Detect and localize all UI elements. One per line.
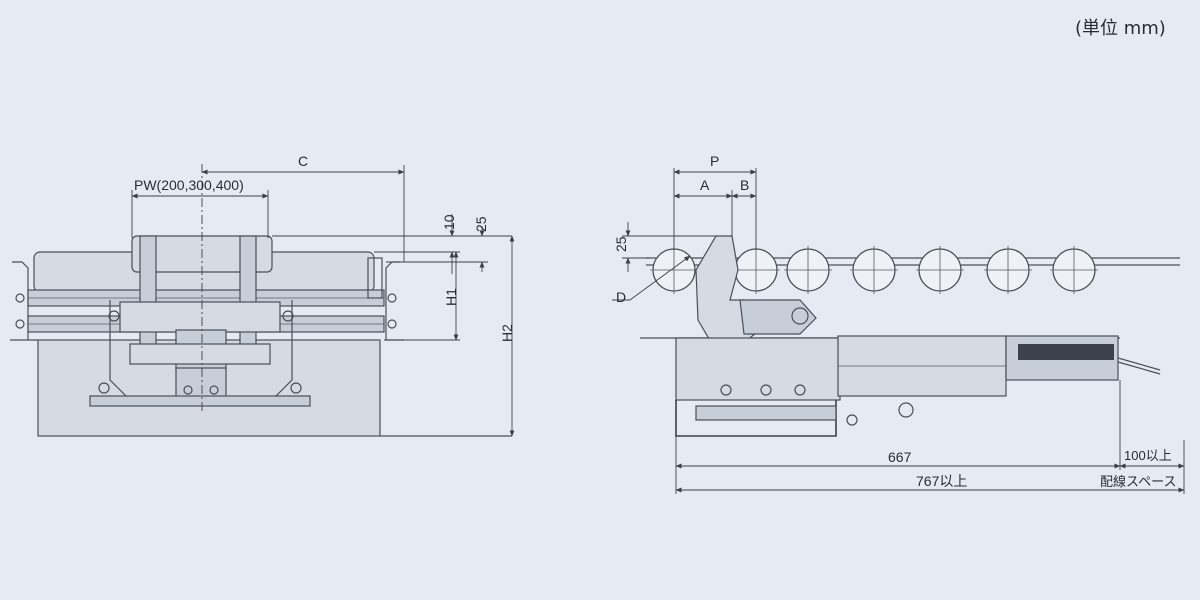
- shaft-block: [119, 301, 281, 333]
- dim-pw-label: PW(200,300,400): [134, 177, 244, 193]
- mount-plate: [89, 395, 311, 407]
- bolt: [15, 293, 25, 303]
- bolt: [108, 310, 120, 322]
- dim-h2-label: H2: [499, 324, 515, 342]
- dim-25-label: 25: [473, 216, 489, 232]
- bolt: [290, 382, 302, 394]
- side-guide: [367, 257, 383, 299]
- fitting: [898, 402, 914, 418]
- bolt: [98, 382, 110, 394]
- dim-d-label: D: [616, 289, 626, 305]
- pivot-nut: [791, 307, 809, 325]
- mount-plate: [695, 405, 837, 421]
- stopper-body: [675, 337, 841, 401]
- dim-25-label-right: 25: [613, 236, 629, 252]
- dim-c-label: C: [298, 153, 308, 169]
- bolt: [282, 310, 294, 322]
- bolt: [183, 385, 193, 395]
- left-front-view: C PW(200,300,400) 10 25 H1 H2: [10, 153, 515, 437]
- bolt: [794, 384, 806, 396]
- right-side-view: P A B 25 D 667 100以上 767以上 配線スペース: [612, 153, 1185, 494]
- unit-label: (単位 mm): [1075, 18, 1166, 39]
- dim-100-label: 100以上: [1124, 448, 1172, 463]
- link-plate: [739, 299, 817, 335]
- cross-bar: [129, 343, 271, 365]
- cable: [1117, 357, 1161, 371]
- dim-b-label: B: [740, 177, 749, 193]
- dim-767-label: 767以上: [916, 473, 967, 489]
- bolt: [720, 384, 732, 396]
- bolt: [387, 319, 397, 329]
- dim-h1-label: H1: [443, 288, 459, 306]
- wiring-space-label: 配線スペース: [1100, 474, 1176, 489]
- bolt: [760, 384, 772, 396]
- dim-10-label: 10: [441, 214, 457, 230]
- bolt: [209, 385, 219, 395]
- bolt: [846, 414, 858, 426]
- bolt: [15, 319, 25, 329]
- sensor-band: [1018, 344, 1114, 360]
- dim-a-label: A: [700, 177, 710, 193]
- bolt: [387, 293, 397, 303]
- dim-p-label: P: [710, 153, 719, 169]
- dim-667-label: 667: [888, 449, 912, 465]
